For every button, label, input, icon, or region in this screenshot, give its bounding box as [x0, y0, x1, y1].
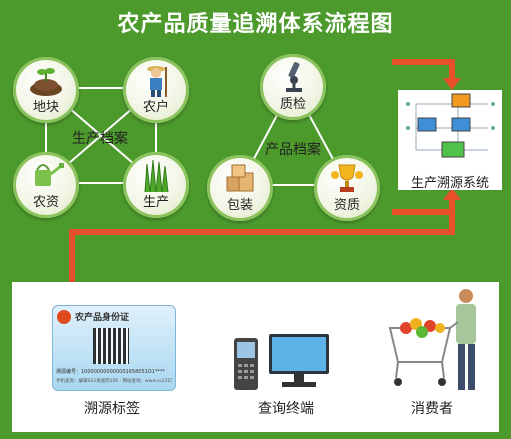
card-title: 农产品身份证 — [75, 313, 130, 323]
farmer-icon — [147, 66, 167, 97]
monitor-icon — [269, 334, 329, 387]
node-production: 生产 — [123, 152, 189, 218]
arrow-head-bottom — [443, 188, 461, 200]
traceability-card: 农产品身份证 溯源编号：100000000000001658051O1**** … — [52, 305, 176, 391]
node-production-label: 生产 — [142, 195, 169, 210]
consumer-label: 消费者 — [411, 401, 453, 417]
product-links — [238, 82, 349, 186]
card-footer: 手机查询：编辑SS2发送到106 · 网站查询：www.ss2315.com — [56, 379, 172, 384]
node-farmer: 农户 — [123, 57, 189, 123]
trophy-icon — [331, 164, 363, 192]
microscope-icon — [286, 62, 302, 92]
node-plot-label: 地块 — [32, 100, 59, 115]
node-packaging-label: 包装 — [226, 198, 253, 213]
card-code: 溯源编号：100000000000001658051O1**** — [56, 369, 165, 375]
arrow-system-to-tag — [69, 212, 455, 288]
node-supplies: 农资 — [13, 152, 79, 218]
shopper-icon — [388, 289, 476, 390]
watering-can-icon — [35, 163, 64, 186]
tag-label: 溯源标签 — [84, 401, 140, 417]
arrow-head-top — [443, 78, 461, 90]
page-title: 农产品质量追溯体系流程图 — [117, 12, 394, 37]
system-network-panel — [398, 90, 502, 190]
card-logo-icon — [57, 310, 71, 324]
boxes-icon — [226, 164, 254, 192]
mobile-phone-icon — [234, 338, 258, 390]
node-inspection-label: 质检 — [279, 97, 306, 112]
soil-icon — [30, 68, 62, 96]
node-inspection: 质检 — [260, 54, 326, 120]
node-farmer-label: 农户 — [142, 100, 169, 115]
system-label: 生产溯源系统 — [410, 176, 489, 191]
network-computers-icon — [406, 93, 495, 158]
qr-code-icon — [93, 328, 129, 364]
arrow-to-system-top — [392, 59, 455, 80]
grass-icon — [144, 159, 169, 192]
arrow-to-system-bottom — [392, 198, 455, 215]
terminal-label: 查询终端 — [258, 401, 314, 417]
node-packaging: 包装 — [207, 155, 273, 221]
node-qualification: 资质 — [314, 155, 380, 221]
node-qualification-label: 资质 — [333, 198, 360, 213]
node-supplies-label: 农资 — [32, 195, 59, 210]
production-archive-label: 生产档案 — [72, 131, 128, 147]
product-archive-label: 产品档案 — [265, 142, 321, 158]
node-plot: 地块 — [13, 57, 79, 123]
